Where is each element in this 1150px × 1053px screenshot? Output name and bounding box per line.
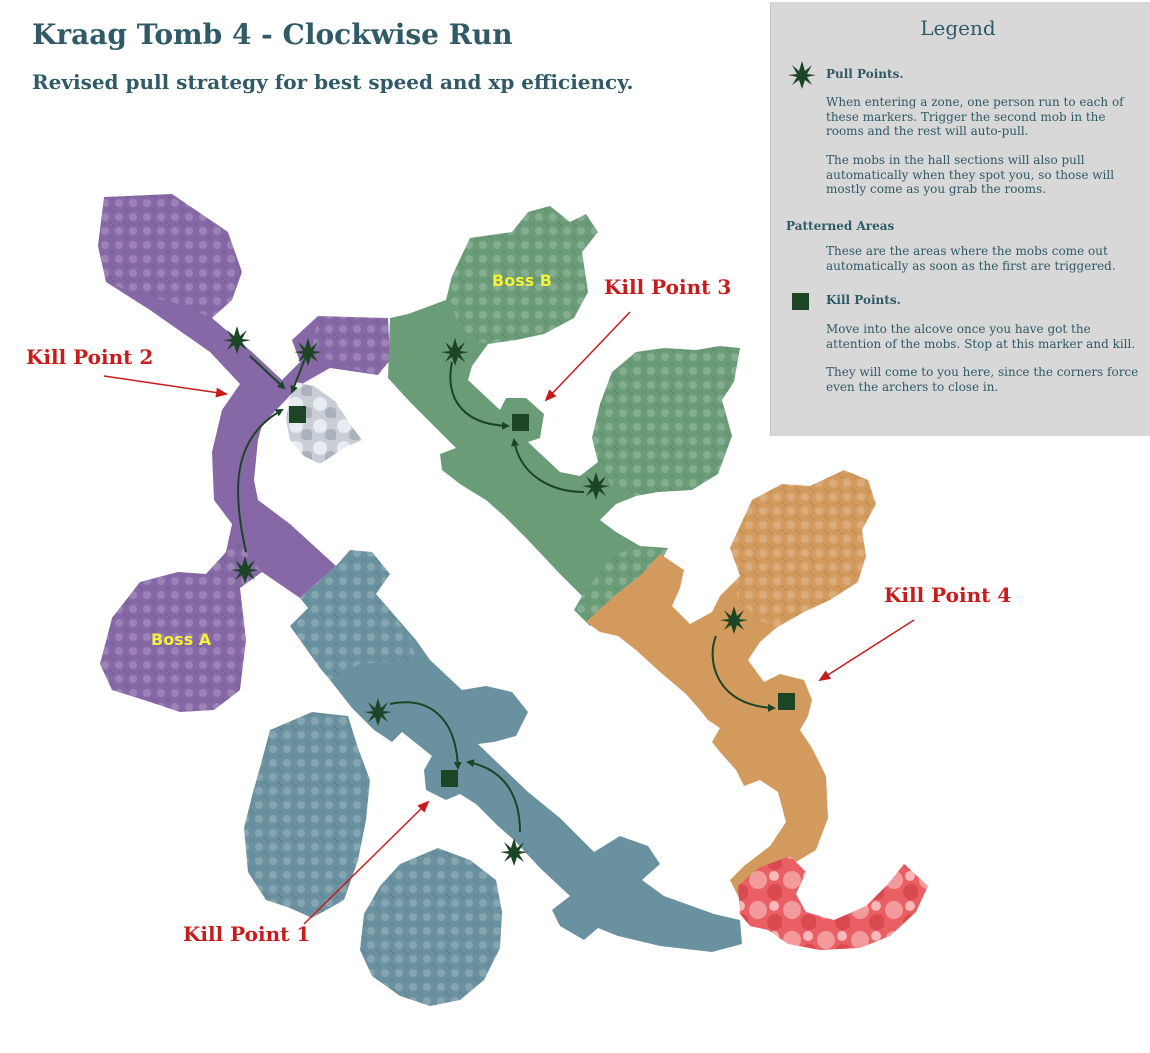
legend-kill-points-text-1: Move into the alcove once you have got t… bbox=[826, 322, 1136, 351]
kill-point-3-pointer bbox=[544, 311, 631, 402]
teal-zone bbox=[244, 550, 742, 1006]
legend-kill-points-text-2: They will come to you here, since the co… bbox=[826, 365, 1139, 394]
kill-point-square-icon bbox=[778, 693, 795, 710]
square-icon bbox=[792, 293, 809, 310]
orange-zone bbox=[586, 470, 876, 900]
kill-point-3-label: Kill Point 3 bbox=[604, 275, 731, 299]
pull-point-star-icon bbox=[441, 338, 469, 366]
star-icon bbox=[788, 61, 816, 89]
kill-point-1-label: Kill Point 1 bbox=[183, 922, 310, 946]
pull-point-star-icon bbox=[582, 472, 610, 500]
kill-point-square-icon bbox=[289, 406, 306, 423]
kill-point-pointers bbox=[103, 311, 915, 925]
legend-panel: Legend Pull Points. When entering a zone… bbox=[770, 2, 1150, 436]
boss-b-label: Boss B bbox=[492, 271, 552, 290]
legend-title: Legend bbox=[920, 16, 996, 40]
boss-a-label: Boss A bbox=[151, 630, 212, 649]
pull-point-star-icon bbox=[720, 606, 748, 634]
pull-point-star-icon bbox=[231, 556, 259, 584]
legend-pull-points-text-1: When entering a zone, one person run to … bbox=[826, 95, 1124, 138]
movement-arrows bbox=[236, 355, 776, 833]
silver-zone bbox=[286, 382, 362, 464]
kill-point-markers bbox=[289, 406, 795, 787]
map-subtitle: Revised pull strategy for best speed and… bbox=[32, 70, 634, 94]
kill-point-1-pointer bbox=[303, 800, 430, 925]
pull-point-star-icon bbox=[364, 698, 392, 726]
pull-point-star-icon bbox=[500, 838, 528, 866]
legend-kill-points-label: Kill Points. bbox=[826, 293, 901, 307]
kill-point-square-icon bbox=[512, 414, 529, 431]
kill-point-square-icon bbox=[441, 770, 458, 787]
pull-point-star-icon bbox=[294, 338, 322, 366]
kill-point-4-label: Kill Point 4 bbox=[884, 583, 1011, 607]
kill-point-2-pointer bbox=[103, 375, 228, 398]
red-zone bbox=[738, 856, 928, 950]
map-title: Kraag Tomb 4 - Clockwise Run bbox=[32, 18, 513, 51]
legend-patterned-areas-text: These are the areas where the mobs come … bbox=[826, 244, 1116, 273]
legend-pull-points-label: Pull Points. bbox=[826, 67, 904, 81]
legend-patterned-areas-label: Patterned Areas bbox=[786, 219, 895, 233]
legend-pull-points-text-2: The mobs in the hall sections will also … bbox=[826, 153, 1115, 196]
kill-point-4-pointer bbox=[818, 619, 915, 682]
pull-point-star-icon bbox=[223, 326, 251, 354]
green-zone bbox=[388, 206, 740, 626]
kill-point-2-label: Kill Point 2 bbox=[26, 345, 153, 369]
